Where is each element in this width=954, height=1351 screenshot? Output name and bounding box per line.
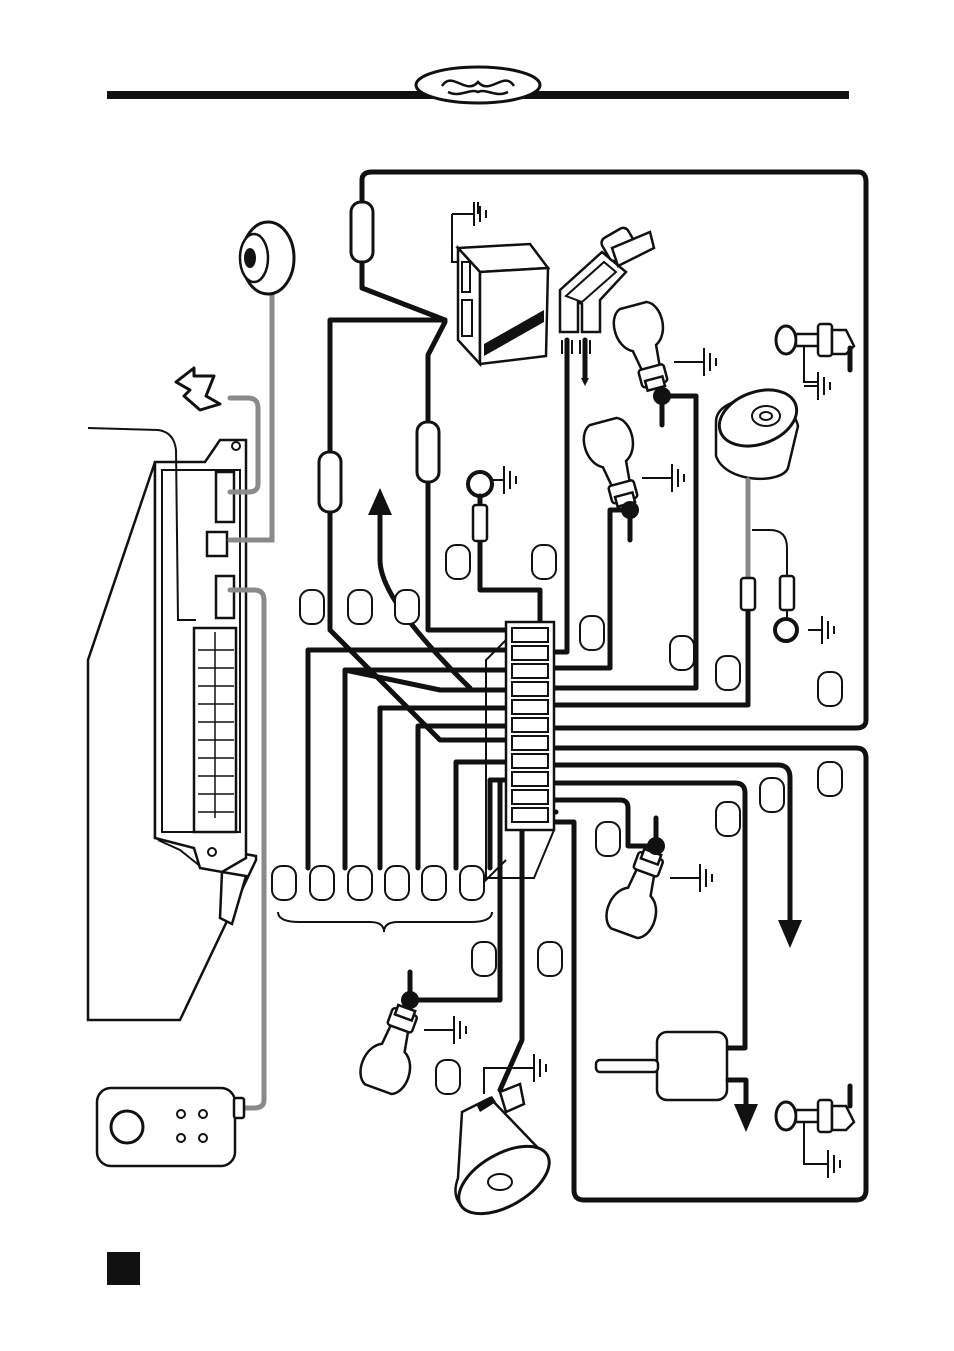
bulb-icon [355,1000,430,1097]
fuse-icon [351,202,373,262]
ground-icon [670,864,712,892]
header [107,67,849,103]
fuse-icon [417,422,439,482]
pin-switch-icon [776,324,854,382]
ground-icon [804,372,830,400]
ground-icon [642,464,684,492]
pin-switch-icon [776,1086,854,1164]
bulb-icon [580,415,649,511]
ground-icon [490,466,516,494]
remote-icon [97,1088,244,1166]
relay-box-icon [458,244,548,364]
ground-icon [674,348,716,376]
fuses [319,202,439,512]
fuse-icon [319,452,341,512]
ground-icon [808,616,834,644]
page-corner-mark [107,1252,140,1285]
connector-pins [512,628,548,822]
bulb-icon [601,844,676,941]
ornament-icon [416,67,540,103]
bulb-icon [610,299,679,395]
ring-terminal-icon [752,530,797,641]
ring-terminal-icon [468,472,492,541]
led-icon [240,222,294,294]
return-arrow-icon [176,368,220,410]
ground-icon [424,1016,466,1044]
control-unit-icon [88,440,256,1020]
siren-icon [448,1084,561,1228]
